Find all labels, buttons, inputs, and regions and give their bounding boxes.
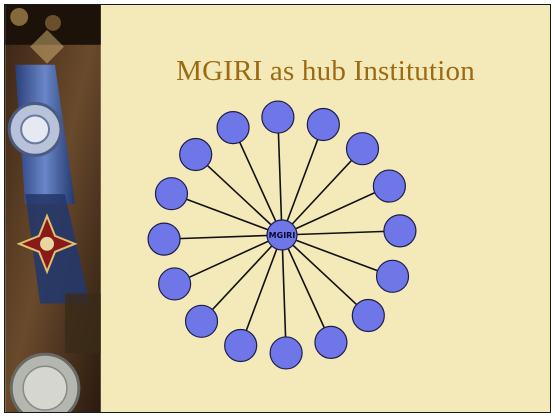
spoke-line — [281, 230, 400, 236]
spoke-line — [281, 234, 369, 317]
hub-label: MGIRI — [269, 231, 296, 240]
spoke-node — [224, 328, 258, 363]
spoke-node — [154, 177, 189, 211]
spoke-node — [261, 100, 295, 134]
spoke-line — [232, 127, 283, 236]
spoke-line — [281, 124, 325, 236]
decorative-medal-strip — [5, 5, 101, 412]
spoke-node — [179, 137, 213, 172]
spoke-node — [345, 132, 380, 166]
spoke-node — [158, 267, 192, 301]
spoke-line — [174, 234, 283, 285]
spoke-line — [281, 234, 287, 353]
hub-node — [266, 219, 298, 251]
spoke-line — [171, 192, 283, 236]
spoke-node — [269, 336, 303, 370]
spoke-line — [281, 234, 393, 278]
spoke-node — [383, 214, 417, 248]
spoke-node — [351, 298, 385, 333]
spoke-node — [372, 169, 406, 203]
spoke-node — [216, 111, 250, 145]
spoke-line — [281, 185, 390, 236]
spoke-line — [277, 117, 283, 236]
hub-spoke-diagram: MGIRI — [147, 100, 417, 370]
spoke-node — [375, 259, 410, 293]
spoke-line — [164, 234, 283, 240]
spoke-node — [314, 325, 348, 359]
spokes — [164, 117, 400, 353]
spoke-line — [281, 148, 364, 236]
spoke-line — [239, 234, 283, 346]
spoke-line — [200, 234, 283, 322]
slide: MGIRI as hub Institution MGIRI — [4, 4, 551, 413]
spoke-node — [184, 304, 219, 338]
slide-title: MGIRI as hub Institution — [176, 55, 475, 87]
outer-nodes — [147, 100, 417, 370]
spoke-node — [306, 107, 340, 142]
spoke-line — [281, 234, 332, 343]
spoke-line — [195, 153, 283, 236]
spoke-node — [147, 222, 181, 256]
